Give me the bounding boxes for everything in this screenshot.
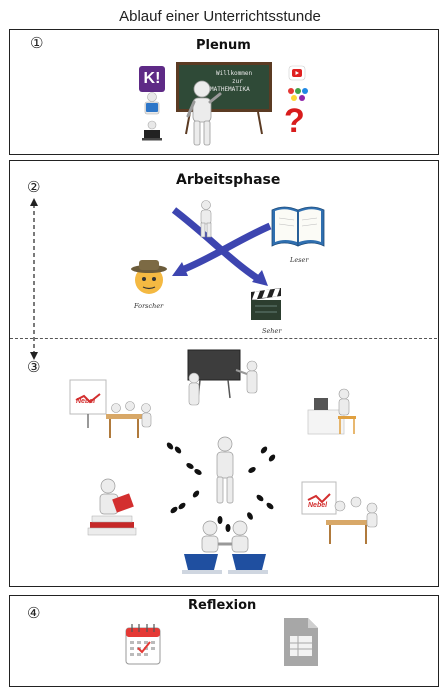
reader-book-icon <box>271 206 325 247</box>
laptop-collaboration-icon <box>182 520 268 574</box>
presentation-group-icon <box>69 379 152 438</box>
phase-4-number: ④ <box>27 604 41 622</box>
board-line-1: Willkommen <box>216 70 253 77</box>
book-stack-icon <box>87 478 137 536</box>
laptop-person-icon <box>142 120 162 141</box>
researcher-icon <box>131 260 167 294</box>
teacher-figure-icon <box>186 80 222 146</box>
video-icon <box>288 65 306 81</box>
diagram-title: Ablauf einer Unterrichtsstunde <box>119 8 321 25</box>
group-table-icon <box>301 481 378 544</box>
tablet-person-icon <box>144 92 160 115</box>
phase-1-number: ① <box>30 34 44 52</box>
phase-3-number: ③ <box>27 358 41 376</box>
document-icon <box>284 618 318 666</box>
role-label-leser: Leser <box>290 256 309 264</box>
desk-worker-icon <box>307 388 356 435</box>
presentation-text-left: Nebel <box>76 398 96 405</box>
phase-2-title: Arbeitsphase <box>176 172 281 188</box>
role-label-forscher: Forscher <box>134 302 164 310</box>
kahoot-logo: K! <box>139 66 165 92</box>
center-figure-icon <box>216 436 234 504</box>
board-line-3: MATHEMATIKA <box>210 86 250 93</box>
footprints-icon <box>166 442 276 532</box>
section-divider <box>10 338 437 339</box>
question-mark-icon: ? <box>284 102 305 140</box>
phase-transition-arrow <box>30 198 38 360</box>
calendar-icon <box>125 624 161 665</box>
viewer-clapperboard-icon <box>251 288 281 320</box>
role-label-seher: Seher <box>262 327 282 335</box>
role-arrows <box>171 207 272 286</box>
colored-dots-icon <box>288 88 308 101</box>
presentation-text-right: Nebel <box>308 502 328 509</box>
board-line-2: zur <box>232 78 243 85</box>
phase-2-number: ② <box>27 178 41 196</box>
phase-4-title: Reflexion <box>188 598 257 613</box>
work-figure-icon <box>200 200 212 238</box>
blackboard-discussion-icon <box>187 349 258 406</box>
phase-1-title: Plenum <box>196 38 251 53</box>
